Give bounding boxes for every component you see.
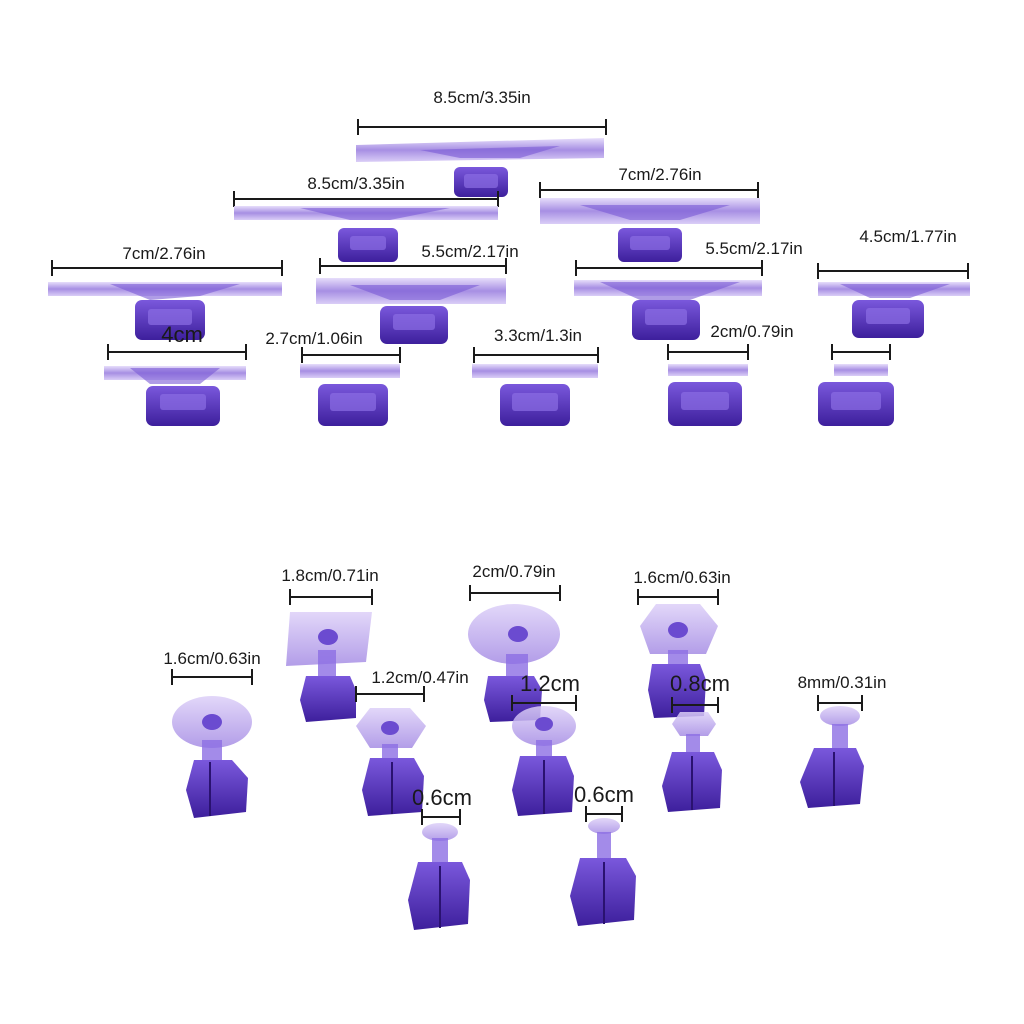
puller-tab-1-2cm-hex (355, 686, 426, 816)
glue-tab-3-3cm (472, 347, 599, 426)
label-glue-tab-8-5cm-top: 8.5cm/3.35in (433, 88, 531, 107)
label-glue-tab-5-5cm-left: 5.5cm/2.17in (421, 242, 519, 261)
label-glue-tab-4cm: 4cm (161, 322, 203, 347)
label-puller-1-2cm-hex: 1.2cm/0.47in (371, 668, 469, 687)
glue-tab-4cm (104, 344, 247, 426)
glue-tab-2-7cm (300, 347, 401, 426)
glue-tab-5-5cm-right (574, 260, 763, 340)
label-puller-1-8cm: 1.8cm/0.71in (281, 566, 379, 585)
label-puller-2cm: 2cm/0.79in (472, 562, 556, 581)
glue-tab-7cm-left (48, 260, 283, 340)
puller-tab-2cm-round (468, 585, 561, 722)
glue-tab-8-5cm-left (233, 191, 499, 262)
label-puller-1-6cm-round: 1.6cm/0.63in (163, 649, 261, 668)
puller-tab-1-2cm-round (511, 695, 577, 816)
label-glue-tab-2cm: 2cm/0.79in (710, 322, 794, 341)
puller-tab-1-6cm-hex (637, 589, 719, 718)
puller-tab-0-8cm (662, 697, 722, 812)
puller-tab-1-8cm-square (286, 589, 373, 722)
puller-tab-0-6cm-left (408, 809, 470, 930)
puller-tab-0-6cm-right (570, 806, 636, 926)
label-glue-tab-3-3cm: 3.3cm/1.3in (494, 326, 582, 345)
glue-tab-7cm-right (539, 182, 760, 262)
label-puller-8mm: 8mm/0.31in (797, 673, 887, 692)
label-glue-tab-7cm-right: 7cm/2.76in (618, 165, 702, 184)
label-puller-0-6cm-right: 0.6cm (574, 782, 634, 807)
glue-tab-8-5cm-top (356, 119, 607, 197)
puller-tab-1-6cm-round (171, 669, 253, 818)
label-puller-1-2cm-round: 1.2cm (520, 671, 580, 696)
label-glue-tab-2-7cm: 2.7cm/1.06in (265, 329, 363, 348)
glue-tab-small (818, 344, 894, 426)
label-puller-1-6cm-hex: 1.6cm/0.63in (633, 568, 731, 587)
glue-tab-5-5cm-left (316, 258, 507, 344)
label-glue-tab-7cm-left: 7cm/2.76in (122, 244, 206, 263)
glue-tab-4-5cm (817, 263, 970, 338)
glue-tab-2cm (667, 344, 749, 426)
label-puller-0-8cm: 0.8cm (670, 671, 730, 696)
label-glue-tab-8-5cm-left: 8.5cm/3.35in (307, 174, 405, 193)
label-glue-tab-5-5cm-right: 5.5cm/2.17in (705, 239, 803, 258)
puller-tab-8mm (800, 695, 864, 808)
label-puller-0-6cm-left: 0.6cm (412, 785, 472, 810)
label-glue-tab-4-5cm: 4.5cm/1.77in (859, 227, 957, 246)
